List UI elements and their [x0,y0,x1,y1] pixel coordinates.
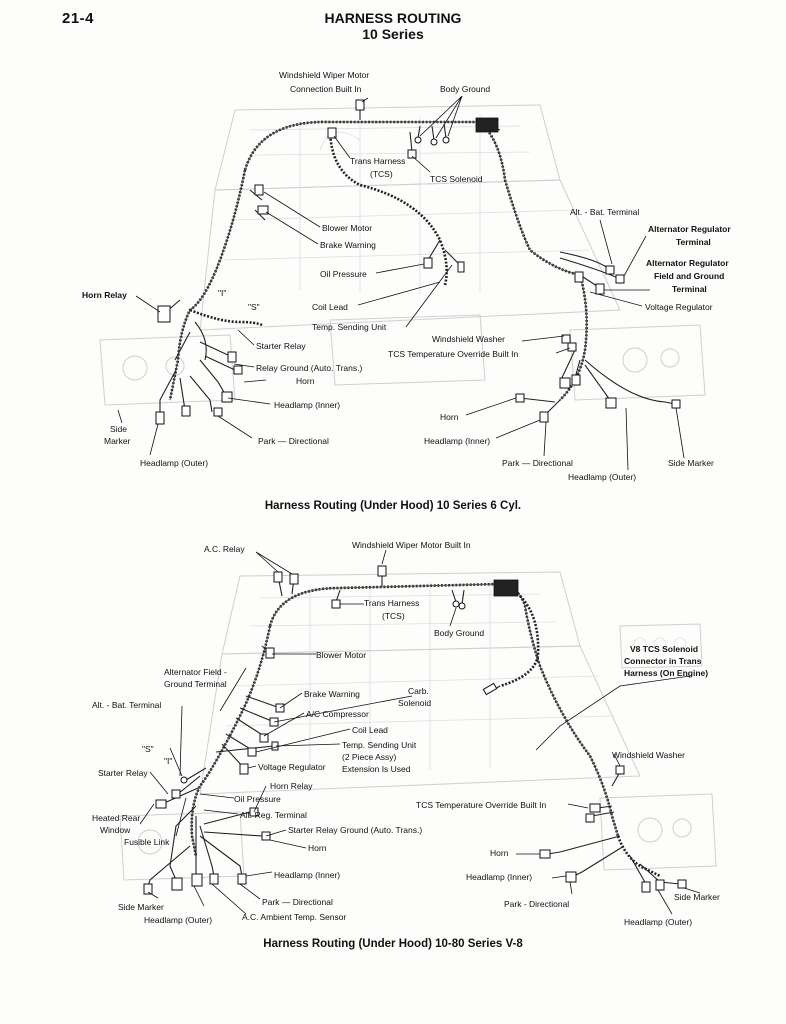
label-alt-bat-terminal: Alt. - Bat. Terminal [570,207,639,217]
label-carb-solenoid-1: Carb. [408,686,429,696]
label-park-directional-right: Park — Directional [502,458,573,468]
label-s-mark: "S" [248,302,260,312]
label-horn-left: Horn [296,376,315,386]
label-body-ground: Body Ground [440,84,490,94]
label-trans-harness-1: Trans Harness [350,156,405,166]
page-number: 21-4 [62,10,95,27]
label-temp-sending-3: Extension Is Used [342,764,411,774]
label-side-marker-right: Side Marker [674,892,720,902]
label-alt-reg-field-1: Alternator Regulator [646,258,729,268]
label-fusible-link: Fusible Link [124,837,170,847]
label-horn-right: Horn [490,848,509,858]
label-horn-left: Horn [308,843,327,853]
label-alt-field-1: Alternator Field - [164,667,227,677]
label-oil-pressure: Oil Pressure [320,269,367,279]
label-temp-sending-1: Temp. Sending Unit [342,740,417,750]
label-oil-pressure: Oil Pressure [234,794,281,804]
label-s-mark: "S" [142,744,154,754]
wire-harness-v8 [190,582,661,878]
label-side-marker-left-1: Side [110,424,127,434]
label-trans-harness-2: (TCS) [382,611,405,621]
label-i-mark: "I" [164,756,172,766]
diagram2-caption: Harness Routing (Under Hood) 10-80 Serie… [263,938,523,950]
label-park-directional-left: Park — Directional [262,897,333,907]
label-alt-reg-field-2: Field and Ground [654,271,724,281]
label-coil-lead: Coil Lead [352,725,388,735]
harness-diagram-v8: A.C. Relay Windshield Wiper Motor Built … [92,540,720,927]
label-alt-field-2: Ground Terminal [164,679,227,689]
label-tcs-temp-override: TCS Temperature Override Built In [388,349,518,359]
label-headlamp-outer-left: Headlamp (Outer) [144,915,212,925]
label-wiper-motor: Windshield Wiper Motor Built In [352,540,471,550]
label-blower-motor: Blower Motor [316,650,366,660]
label-headlamp-inner-left: Headlamp (Inner) [274,400,340,410]
label-alt-reg-terminal: Alt. Reg. Terminal [240,810,307,820]
connectors-v8 [143,565,687,895]
label-ac-compressor: A/C Compressor [306,709,369,719]
page-title: HARNESS ROUTING 10 Series [0,10,786,42]
diagram1-caption: Harness Routing (Under Hood) 10 Series 6… [264,500,522,512]
label-headlamp-outer-left: Headlamp (Outer) [140,458,208,468]
label-brake-warning: Brake Warning [304,689,360,699]
label-v8-tcs-1: V8 TCS Solenoid [630,644,698,654]
label-blower-motor: Blower Motor [322,223,372,233]
wire-harness [168,120,588,401]
label-windshield-washer: Windshield Washer [612,750,685,760]
engine-bay-outline [99,104,706,406]
label-ac-ambient: A.C. Ambient Temp. Sensor [242,912,346,922]
label-wiper-motor-2: Connection Built In [290,84,362,94]
label-body-ground: Body Ground [434,628,484,638]
diagram1-labels: Windshield Wiper Motor Connection Built … [82,70,731,482]
label-ac-relay: A.C. Relay [204,544,245,554]
label-headlamp-inner-left: Headlamp (Inner) [274,870,340,880]
label-headlamp-outer-right: Headlamp (Outer) [568,472,636,482]
label-horn-right: Horn [440,412,459,422]
label-heated-rear-1: Heated Rear [92,813,140,823]
label-trans-harness-1: Trans Harness [364,598,419,608]
label-starter-relay: Starter Relay [98,768,148,778]
label-horn-relay: Horn Relay [82,290,127,300]
connectors [155,99,681,425]
label-starter-relay-ground: Starter Relay Ground (Auto. Trans.) [288,825,422,835]
label-side-marker-left-2: Marker [104,436,131,446]
label-heated-rear-2: Window [100,825,131,835]
label-alt-reg-terminal-2: Terminal [676,237,711,247]
label-temp-sending-unit: Temp. Sending Unit [312,322,387,332]
label-temp-sending-2: (2 Piece Assy) [342,752,396,762]
label-v8-tcs-3: Harness (On Engine) [624,668,708,678]
label-side-marker-left: Side Marker [118,902,164,912]
label-wiper-motor-1: Windshield Wiper Motor [279,70,369,80]
label-starter-relay: Starter Relay [256,341,306,351]
harness-diagram-6cyl: Windshield Wiper Motor Connection Built … [82,70,731,482]
label-headlamp-outer-right: Headlamp (Outer) [624,917,692,927]
label-headlamp-inner-right: Headlamp (Inner) [466,872,532,882]
label-alt-reg-field-3: Terminal [672,284,707,294]
leader-lines-v8 [139,549,701,915]
label-trans-harness-2: (TCS) [370,169,393,179]
label-i-mark: "I" [218,288,226,298]
label-relay-ground: Relay Ground (Auto. Trans.) [256,363,362,373]
label-tcs-temp-override: TCS Temperature Override Built In [416,800,546,810]
label-tcs-solenoid: TCS Solenoid [430,174,483,184]
label-side-marker-right: Side Marker [668,458,714,468]
label-coil-lead: Coil Lead [312,302,348,312]
leader-lines [117,95,685,471]
label-alt-reg-terminal-1: Alternator Regulator [648,224,731,234]
page-title-line1: HARNESS ROUTING [324,10,462,26]
label-headlamp-inner-right: Headlamp (Inner) [424,436,490,446]
label-brake-warning: Brake Warning [320,240,376,250]
label-carb-solenoid-2: Solenoid [398,698,431,708]
label-v8-tcs-2: Connector in Trans [624,656,702,666]
label-park-directional-right: Park - Directional [504,899,569,909]
page-title-line2: 10 Series [362,26,424,42]
label-alt-bat-terminal: Alt. - Bat. Terminal [92,700,161,710]
label-park-directional-left: Park — Directional [258,436,329,446]
branch-wires-v8 [147,574,681,887]
label-windshield-washer: Windshield Washer [432,334,505,344]
label-voltage-regulator: Voltage Regulator [258,762,326,772]
label-voltage-regulator: Voltage Regulator [645,302,713,312]
diagram2-labels: A.C. Relay Windshield Wiper Motor Built … [92,540,720,927]
label-horn-relay: Horn Relay [270,781,313,791]
